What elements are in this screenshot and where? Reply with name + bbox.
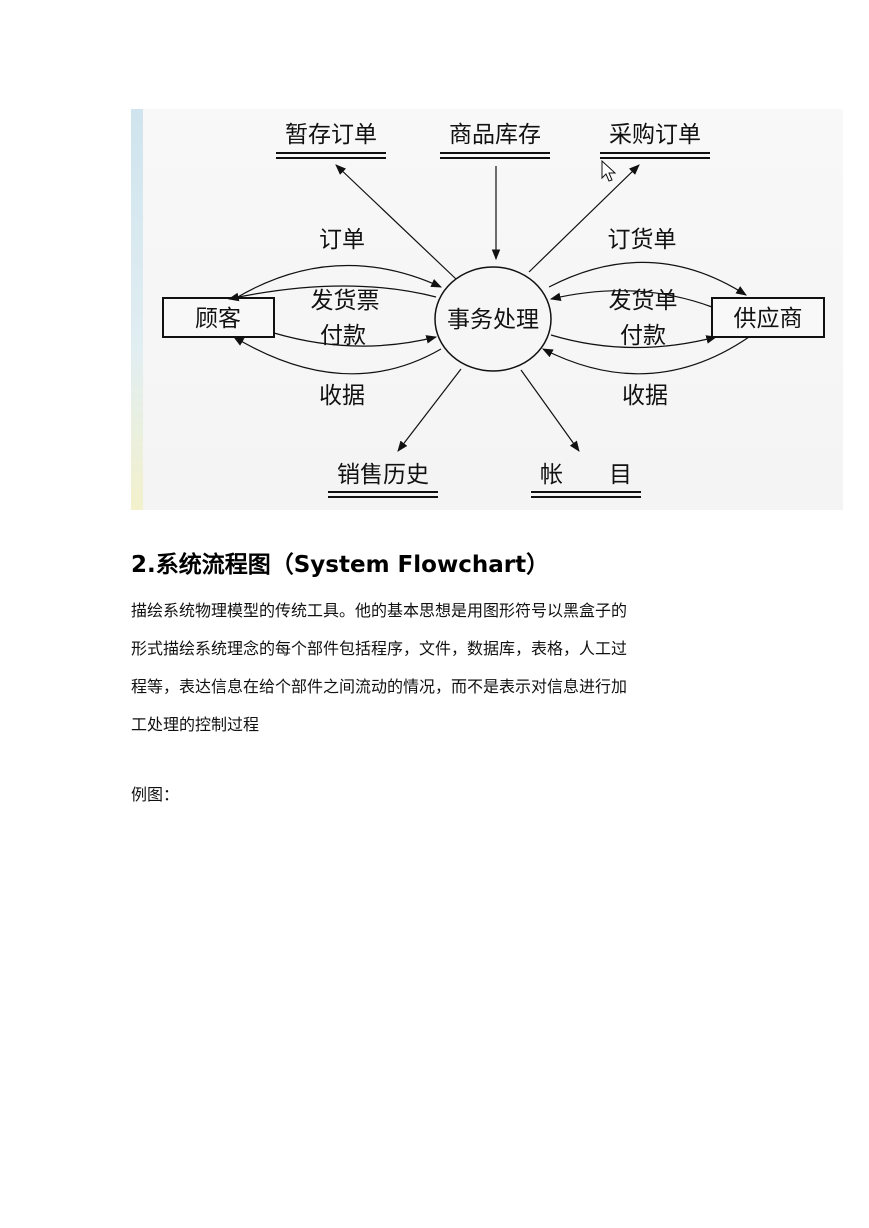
flow-delivery-label: 发货单 xyxy=(609,288,678,314)
store-temp-order-label: 暂存订单 xyxy=(285,122,377,148)
section-heading: 2.系统流程图（System Flowchart） xyxy=(131,552,550,578)
flow-delivery-arrow xyxy=(549,290,713,308)
flow-payment-right-arrow xyxy=(550,334,718,349)
flow-order-label: 订单 xyxy=(319,227,365,253)
example-label: 例图： xyxy=(131,785,180,804)
supplier-label: 供应商 xyxy=(734,306,803,332)
store-ledger-label: 帐 目 xyxy=(540,462,632,488)
section-paragraph: 描绘系统物理模型的传统工具。他的基本思想是用图形符号以黑盒子的 形式描绘系统理念… xyxy=(131,592,751,744)
arrow-to-ledger xyxy=(520,369,580,452)
flow-receipt-left-arrow xyxy=(233,336,442,375)
customer-box xyxy=(162,297,275,338)
paragraph-line: 描绘系统物理模型的传统工具。他的基本思想是用图形符号以黑盒子的 xyxy=(131,601,628,620)
flow-invoice-label: 发货票 xyxy=(311,288,380,314)
flow-payment-right-label: 付款 xyxy=(620,323,666,349)
arrow-to-sales-history xyxy=(397,368,462,452)
supplier-box xyxy=(711,297,825,338)
store-inventory-label: 商品库存 xyxy=(449,122,541,148)
arrow-to-purchase-order xyxy=(528,164,640,273)
flow-invoice-arrow xyxy=(227,285,437,302)
process-label: 事务处理 xyxy=(447,307,539,333)
process-ellipse xyxy=(434,266,552,372)
flow-receipt-right-arrow xyxy=(542,336,750,375)
flow-purchase-label: 订货单 xyxy=(608,227,677,253)
flow-order-arrow xyxy=(235,264,442,299)
figure-left-strip xyxy=(131,109,143,510)
arrow-to-temp-order xyxy=(335,164,457,280)
paragraph-line: 工处理的控制过程 xyxy=(131,715,260,734)
diagram-canvas: 事务处理 顾客 供应商 暂存订单 商品库存 采购订单 销售历史 帐 目 xyxy=(162,122,825,498)
paragraph-line: 形式描绘系统理念的每个部件包括程序，文件，数据库，表格，人工过 xyxy=(131,639,628,658)
flow-receipt-left-label: 收据 xyxy=(319,383,365,409)
paragraph-line: 程等，表达信息在给个部件之间流动的情况，而不是表示对信息进行加 xyxy=(131,677,628,696)
store-purchase-order-label: 采购订单 xyxy=(609,122,701,148)
flow-payment-left-label: 付款 xyxy=(320,323,366,349)
flow-purchase-arrow xyxy=(548,261,747,296)
store-sales-history-label: 销售历史 xyxy=(337,462,429,488)
flow-payment-left-arrow xyxy=(273,332,438,347)
data-flow-diagram: 事务处理 顾客 供应商 暂存订单 商品库存 采购订单 销售历史 帐 目 xyxy=(131,109,843,510)
flow-receipt-right-label: 收据 xyxy=(622,383,668,409)
mouse-cursor-icon xyxy=(601,159,617,182)
customer-label: 顾客 xyxy=(195,306,241,332)
